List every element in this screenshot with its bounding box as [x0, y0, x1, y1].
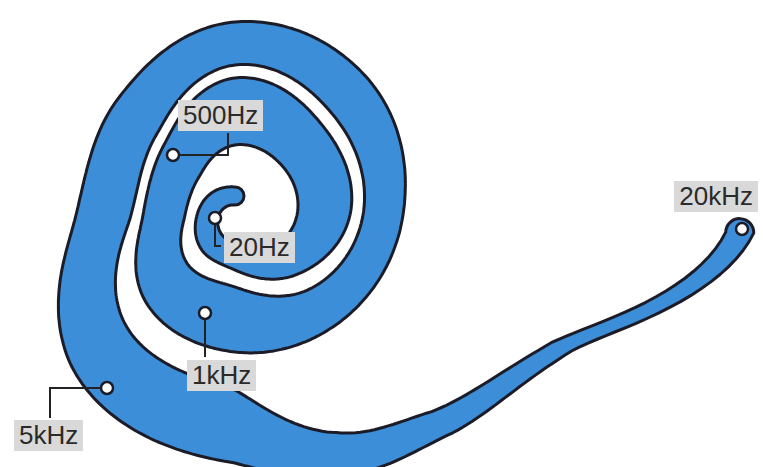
- frequency-dot: [199, 307, 211, 319]
- frequency-dot: [209, 212, 221, 224]
- frequency-dot: [167, 149, 179, 161]
- frequency-dot: [736, 223, 748, 235]
- frequency-label: 20Hz: [224, 232, 295, 263]
- frequency-points: [101, 149, 748, 394]
- leader-line: [215, 224, 221, 246]
- frequency-dot: [101, 382, 113, 394]
- leader-line: [179, 133, 228, 155]
- frequency-label: 5kHz: [14, 420, 83, 451]
- frequency-label: 20kHz: [674, 181, 758, 212]
- frequency-label: 1kHz: [187, 360, 256, 391]
- leader-line: [50, 388, 101, 418]
- frequency-label: 500Hz: [178, 100, 263, 131]
- cochlea-spiral: [58, 22, 753, 467]
- leader-line: [204, 319, 206, 357]
